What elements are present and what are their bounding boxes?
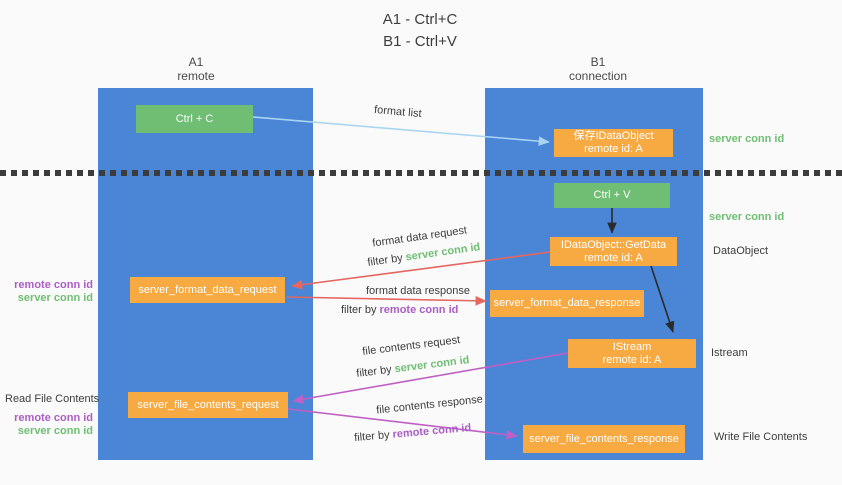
node-save-dataobject-line2: remote id: A	[584, 143, 643, 155]
title-line-1: A1 - Ctrl+C	[382, 11, 458, 28]
arrow-file-contents-response	[287, 408, 518, 440]
title-line-2: B1 - Ctrl+V	[383, 33, 457, 50]
annotation-istream: Istream	[711, 347, 748, 359]
node-format-response-label: server_format_data_response	[493, 297, 641, 309]
node-file-response: server_file_contents_response	[523, 425, 685, 453]
diagram-title: A1 - Ctrl+C B1 - Ctrl+V	[300, 9, 540, 53]
annotation-remote-conn-id-1: remote conn id	[14, 279, 93, 291]
arrow-format-data-request	[291, 251, 551, 290]
dotted-divider	[0, 170, 842, 176]
node-file-request-label: server_file_contents_request	[137, 398, 279, 411]
node-istream-line1: IStream	[612, 340, 652, 353]
node-getdata-line2: remote id: A	[584, 251, 643, 264]
annotation-write-file-contents: Write File Contents	[714, 431, 808, 443]
annotation-dataobject: DataObject	[713, 245, 769, 257]
annotation-server-conn-id-mid: server conn id	[709, 211, 785, 223]
annotation-read-file-contents: Read File Contents	[5, 393, 100, 405]
node-format-request-label: server_format_data_request	[138, 283, 277, 296]
node-getdata: IDataObject::GetData remote id: A	[550, 237, 677, 266]
node-ctrl-c-label: Ctrl + C	[175, 112, 214, 125]
node-file-response-label: server_file_contents_response	[529, 432, 679, 445]
annotation-conn-ids-format: remote conn id server conn id	[3, 279, 93, 305]
node-format-response: server_format_data_response	[490, 290, 644, 317]
annotation-server-conn-id-2: server conn id	[17, 425, 93, 437]
lane-b1-name: B1	[590, 55, 606, 69]
node-file-request: server_file_contents_request	[128, 392, 288, 418]
lane-a1-name: A1	[188, 55, 204, 69]
node-format-request: server_format_data_request	[130, 277, 285, 303]
node-ctrl-c: Ctrl + C	[136, 105, 253, 133]
label-format-data-response: format data response	[366, 285, 470, 297]
remote-conn-id-text: remote conn id	[379, 304, 459, 316]
node-getdata-line1: IDataObject::GetData	[560, 238, 667, 251]
annotation-server-conn-id-top: server conn id	[709, 133, 785, 145]
node-istream: IStream remote id: A	[568, 339, 696, 368]
lane-b1-subtitle: connection	[568, 69, 628, 83]
node-istream-line2: remote id: A	[602, 353, 662, 366]
node-save-dataobject-line1: 保存IDataObject	[573, 130, 654, 142]
arrow-format-data-response	[286, 295, 487, 306]
lane-a1-subtitle: remote	[177, 69, 215, 83]
node-save-dataobject: 保存IDataObject remote id: A	[554, 129, 673, 157]
annotation-remote-conn-id-2: remote conn id	[14, 412, 93, 424]
annotation-server-conn-id-1: server conn id	[17, 292, 93, 304]
arrow-getdata-to-istream	[650, 265, 675, 333]
lane-header-b1: B1 connection	[538, 55, 658, 83]
arrow-file-contents-request	[292, 352, 569, 404]
node-ctrl-v-label: Ctrl + V	[593, 189, 631, 201]
arrow-format-list	[252, 116, 550, 146]
node-ctrl-v: Ctrl + V	[554, 183, 670, 208]
label-filter-remote-1: filter by remote conn id	[341, 304, 458, 316]
lane-header-a1: A1 remote	[136, 55, 256, 83]
filter-by-text: filter by	[341, 304, 380, 316]
annotation-conn-ids-file: remote conn id server conn id	[3, 412, 93, 438]
